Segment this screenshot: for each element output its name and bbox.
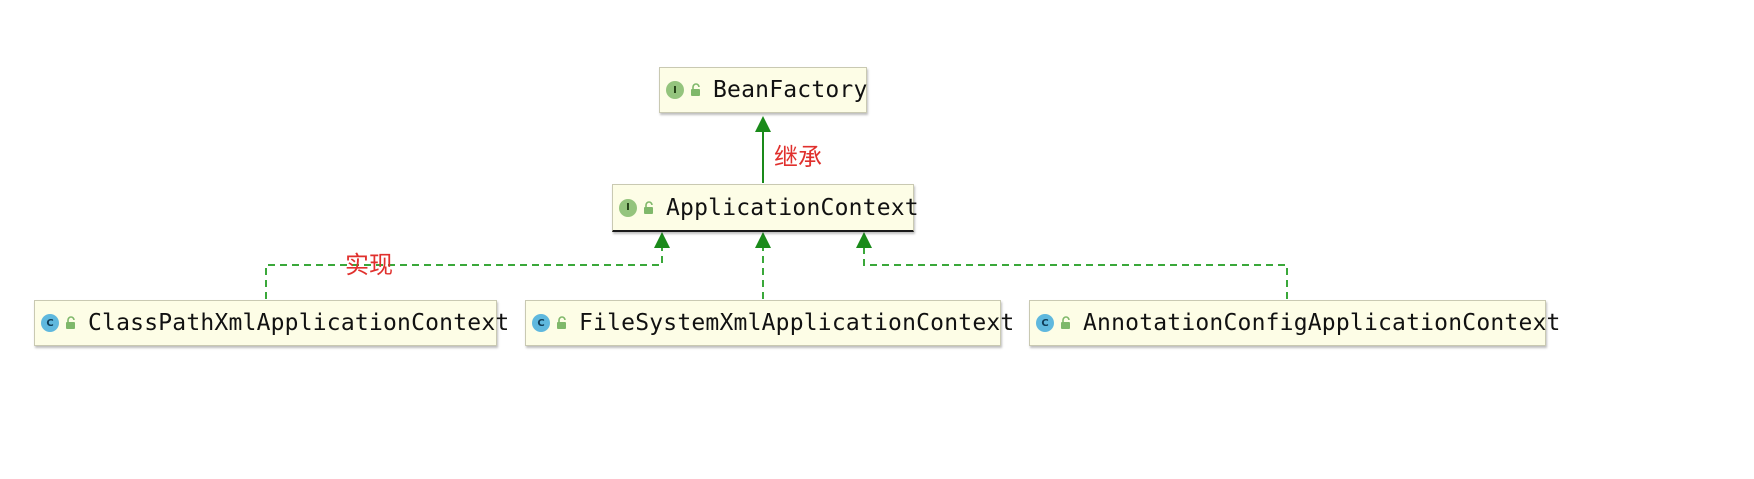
edge-implements-annotation xyxy=(863,248,1288,299)
arrowhead-filesystem xyxy=(755,232,771,248)
node-applicationcontext[interactable]: I ApplicationContext xyxy=(612,184,919,232)
unlocked-icon xyxy=(691,83,700,96)
unlocked-icon xyxy=(644,200,653,214)
class-icon: C xyxy=(532,314,550,332)
implement-label: 实现 xyxy=(345,251,393,279)
arrowhead-annotation xyxy=(856,232,872,248)
arrowhead-classpath xyxy=(654,232,670,248)
node-label: FileSystemXmlApplicationContext xyxy=(579,310,1015,336)
node-label: ClassPathXmlApplicationContext xyxy=(88,310,510,336)
arrowhead-beanfactory xyxy=(755,116,771,132)
interface-icon: I xyxy=(619,198,637,217)
node-beanfactory[interactable]: I BeanFactory xyxy=(659,67,867,113)
node-label: ApplicationContext xyxy=(666,194,919,221)
interface-icon: I xyxy=(666,81,684,99)
unlocked-icon xyxy=(557,316,566,329)
class-icon: C xyxy=(41,314,59,332)
node-filesystemxml[interactable]: C FileSystemXmlApplicationContext xyxy=(525,300,1014,346)
unlocked-icon xyxy=(1061,316,1070,329)
node-classpathxml[interactable]: C ClassPathXmlApplicationContext xyxy=(34,300,509,346)
node-annotationconfig[interactable]: C AnnotationConfigApplicationContext xyxy=(1029,300,1560,346)
class-icon: C xyxy=(1036,314,1054,332)
node-label: BeanFactory xyxy=(713,77,868,103)
edge-implements-classpath xyxy=(265,248,663,299)
unlocked-icon xyxy=(66,316,75,329)
inherit-label: 继承 xyxy=(774,143,822,171)
node-label: AnnotationConfigApplicationContext xyxy=(1083,310,1561,336)
